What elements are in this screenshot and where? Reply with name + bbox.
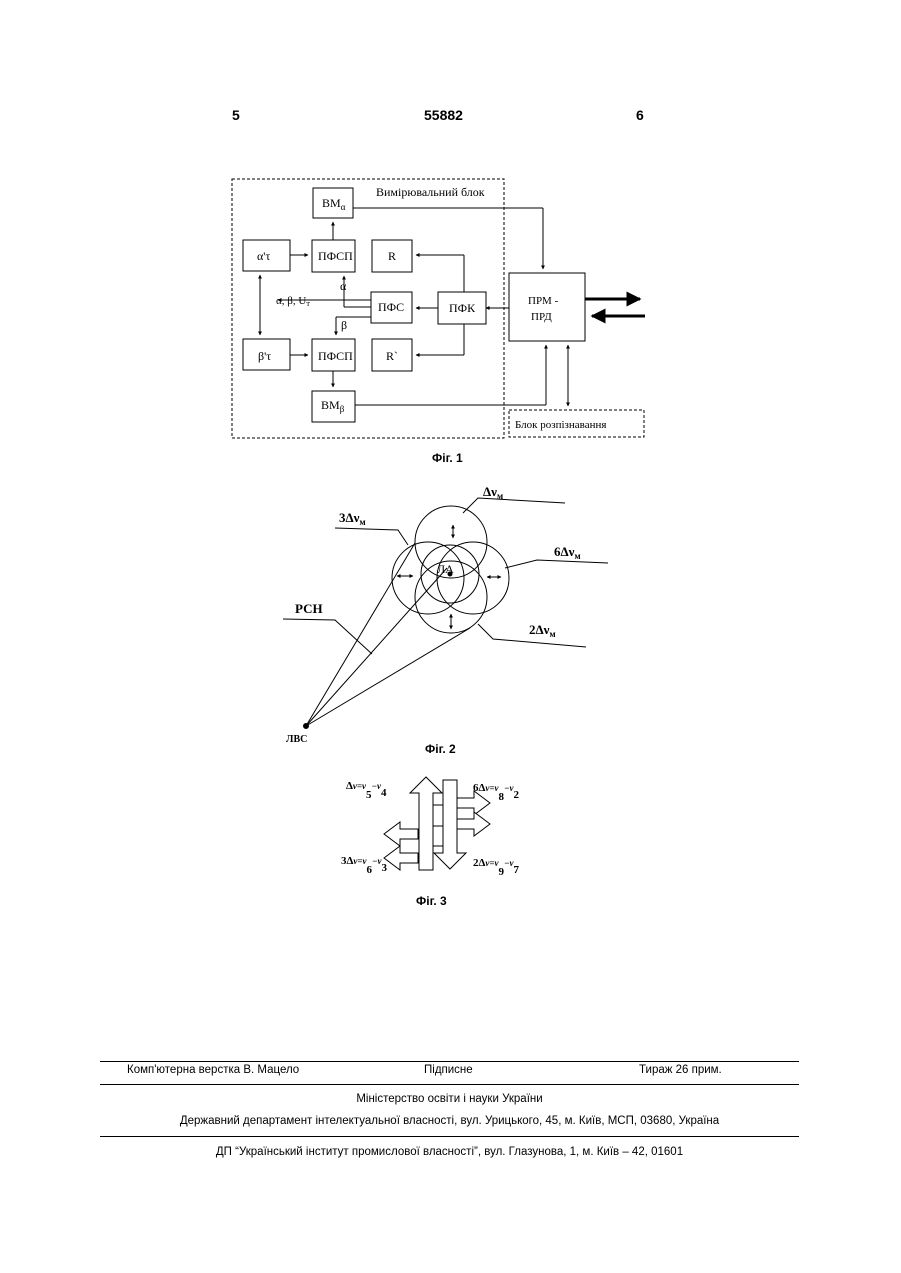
label-right-text: 6Δν [554,544,575,559]
formula-bottom-right: 2Δν=ν9−ν7 [473,857,519,878]
bm-beta-label: ВМβ [321,398,345,414]
figure-1-labels: Вимірювальний блок ВМα α'τ ПФСП R α, β, … [257,185,606,465]
label-bottom: 2Δνм [529,622,556,639]
footer-rule-1 [100,1061,799,1062]
beta-signal-label: β [341,318,347,332]
leader-right [505,560,608,568]
br-formula: ν=ν [485,858,499,868]
bm-alpha-base: ВМ [322,196,341,210]
footer-rule-3 [100,1136,799,1137]
footer-layout-by: Комп'ютерна верстка В. Мацело [127,1064,299,1076]
tr-formula: ν=ν [485,783,499,793]
prm-label-line1: ПРМ - [528,295,559,307]
rsn-label: РСН [295,601,323,616]
lvs-label: ЛВС [286,734,307,745]
tr-pre: 6Δ [473,782,486,794]
label-bottom-text: 2Δν [529,622,550,637]
arrow-left-2 [384,846,418,870]
beta-tau-label: β'τ [258,349,271,363]
cone-line-mid [306,568,447,726]
pfs-label: ПФС [378,300,404,314]
label-bottom-sub: м [549,629,555,639]
tl-b: 4 [381,787,387,799]
footer-ministry: Міністерство освіти і науки України [100,1093,799,1105]
label-top-text: Δν [483,484,497,499]
cone-line-top [306,543,415,726]
figure-2 [283,498,608,729]
label-left-sub: м [359,517,365,527]
label-top-sub: м [497,491,503,501]
footer-institute: ДП “Український інститут промислової вла… [100,1146,799,1158]
alpha-tau-label: α'τ [257,249,270,263]
label-right-sub: м [574,551,580,561]
bl-b: 3 [381,862,387,874]
prm-label-line2: ПРД [531,311,552,323]
params-label: α, β, Uт [276,295,310,308]
params-text: α, β, U [276,295,306,307]
pfsp-bottom-label: ПФСП [318,349,353,363]
bm-beta-sub: β [340,404,345,414]
fig3-caption: Фіг. 3 [416,894,447,908]
prm-prd-box [509,273,585,341]
leader-rsn [283,619,372,654]
label-left: 3Δνм [339,510,366,527]
tr-b: 2 [513,789,519,801]
footer-circulation: Тираж 26 прим. [639,1064,722,1076]
bm-beta-base: ВМ [321,398,340,412]
label-right: 6Δνм [554,544,581,561]
br-pre: 2Δ [473,857,486,869]
arrow-left-1 [384,822,418,846]
footer-signed: Підписне [424,1064,473,1076]
bl-pre: 3Δ [341,855,354,867]
fig2-caption: Фіг. 2 [425,742,456,756]
leader-top [463,498,565,513]
pfk-label: ПФК [449,301,476,315]
fig1-caption: Фіг. 1 [432,451,463,465]
label-top: Δνм [483,484,503,501]
bm-alpha-sub: α [341,202,346,212]
cone-line-bottom [306,628,470,726]
footer-department: Державний департамент інтелектуальної вл… [100,1115,799,1127]
footer-rule-2 [100,1084,799,1085]
formula-top-left: Δν=ν5−ν4 [346,780,387,801]
recognition-block-label: Блок розпізнавання [515,419,606,431]
r-top-label: R [388,249,396,263]
br-b: 7 [513,864,519,876]
bm-alpha-label: ВМα [322,196,346,212]
formula-bottom-left: 3Δν=ν6−ν3 [341,855,387,876]
params-sub: т [306,299,310,308]
bl-formula: ν=ν [353,856,367,866]
r-bottom-label: R` [386,349,398,363]
la-label: ЛА [437,562,454,576]
label-left-text: 3Δν [339,510,360,525]
measuring-block-label: Вимірювальний блок [376,185,485,199]
lvs-point [304,724,309,729]
figure-1 [232,179,645,438]
pfsp-top-label: ПФСП [318,249,353,263]
leader-left [335,528,408,545]
tl-formula: ν=ν [353,781,367,791]
alpha-signal-label: α [340,279,347,293]
